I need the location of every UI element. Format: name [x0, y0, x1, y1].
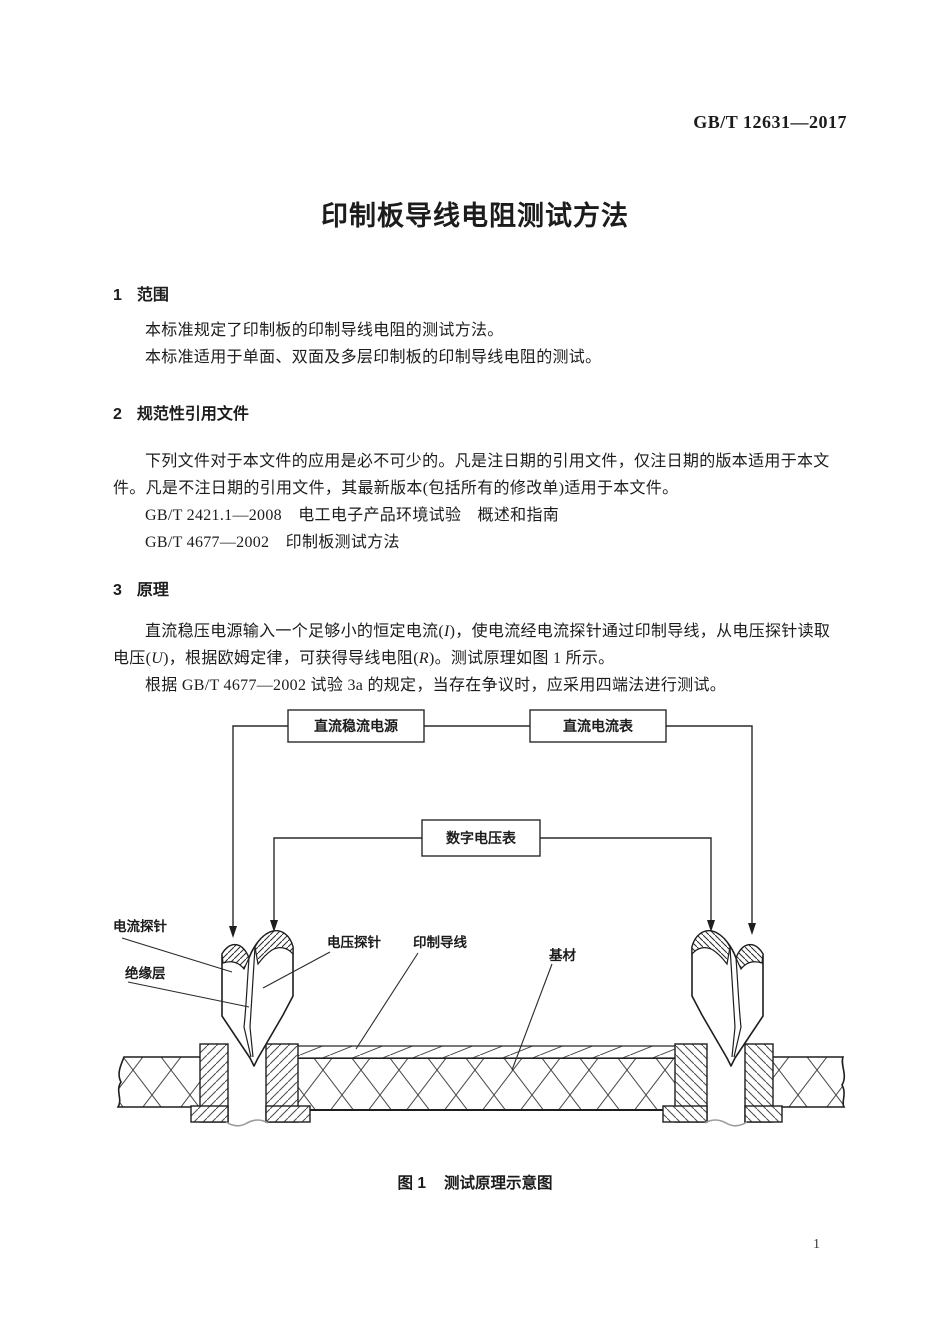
voltmeter-box: 数字电压表 — [421, 819, 541, 857]
figure-caption: 图 1 测试原理示意图 — [0, 1171, 950, 1193]
section-2-heading: 2 规范性引用文件 — [113, 400, 249, 424]
figure-caption-text: 测试原理示意图 — [443, 1175, 553, 1192]
section-1-number: 1 — [113, 287, 122, 304]
paragraph: 直流稳压电源输入一个足够小的恒定电流(I)，使电流经电流探针通过印制导线，从电压… — [145, 623, 831, 640]
section-3-heading: 3 原理 — [113, 576, 169, 600]
symbol-U: U — [151, 650, 164, 667]
paragraph: 电压(U)，根据欧姆定律，可获得导线电阻(R)。测试原理如图 1 所示。 — [113, 650, 615, 667]
page-title: 印制板导线电阻测试方法 — [321, 201, 629, 231]
insulation-layer-label: 绝缘层 — [125, 965, 166, 981]
figure-caption-label: 图 1 — [397, 1175, 426, 1192]
symbol-I: I — [444, 623, 450, 640]
through-hole-right — [662, 1043, 783, 1127]
section-1-body: 本标准规定了印制板的印制导线电阻的测试方法。 本标准适用于单面、双面及多层印制板… — [113, 317, 849, 371]
paragraph: 下列文件对于本文件的应用是必不可少的。凡是注日期的引用文件，仅注日期的版本适用于… — [145, 453, 830, 470]
ammeter-box: 直流电流表 — [529, 709, 667, 743]
power-supply-label: 直流稳流电源 — [314, 718, 398, 734]
current-probe-label: 电流探针 — [113, 918, 167, 934]
ammeter-label: 直流电流表 — [563, 718, 634, 734]
page-number: 1 — [813, 1237, 820, 1252]
reference-item: GB/T 2421.1—2008 电工电子产品环境试验 概述和指南 — [145, 507, 560, 524]
paragraph: 本标准适用于单面、双面及多层印制板的印制导线电阻的测试。 — [145, 349, 602, 366]
section-3-number: 3 — [113, 582, 122, 599]
section-3-body: 直流稳压电源输入一个足够小的恒定电流(I)，使电流经电流探针通过印制导线，从电压… — [113, 618, 849, 699]
section-1-title: 范围 — [136, 287, 169, 304]
voltage-probe-label: 电压探针 — [327, 934, 381, 950]
section-2-body: 下列文件对于本文件的应用是必不可少的。凡是注日期的引用文件，仅注日期的版本适用于… — [113, 448, 849, 556]
figure-1-schematic: 直流稳流电源 直流电流表 数字电压表 电流探针 绝缘层 电压探针 印制导线 基材 — [113, 709, 846, 1127]
wire-arrowheads — [229, 920, 756, 938]
voltmeter-label: 数字电压表 — [446, 830, 517, 846]
circuit-wires — [232, 725, 753, 926]
substrate-label: 基材 — [549, 947, 577, 963]
printed-conductor-label: 印制导线 — [413, 934, 467, 950]
standard-number: GB/T 12631—2017 — [693, 112, 847, 132]
paragraph: 根据 GB/T 4677—2002 试验 3a 的规定，当存在争议时，应采用四端… — [145, 677, 727, 694]
paragraph: 件。凡是不注日期的引用文件，其最新版本(包括所有的修改单)适用于本文件。 — [113, 480, 679, 497]
paragraph: 本标准规定了印制板的印制导线电阻的测试方法。 — [145, 322, 504, 339]
board-right-block — [756, 1056, 846, 1108]
reference-item: GB/T 4677—2002 印制板测试方法 — [145, 534, 400, 551]
printed-conductor-strip — [265, 1045, 699, 1059]
section-1-heading: 1 范围 — [113, 281, 169, 305]
section-2-title: 规范性引用文件 — [136, 406, 249, 423]
section-2-number: 2 — [113, 406, 122, 423]
power-supply-box: 直流稳流电源 — [287, 709, 425, 743]
board-left-block — [116, 1056, 219, 1108]
symbol-R: R — [418, 650, 429, 667]
substrate-cross-section — [280, 1057, 696, 1111]
leader-lines — [121, 937, 553, 1071]
section-3-title: 原理 — [136, 582, 169, 599]
